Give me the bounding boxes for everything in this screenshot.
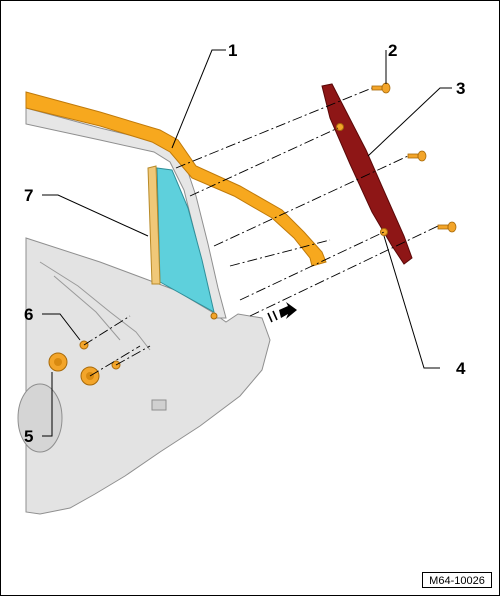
screw-middle bbox=[407, 150, 427, 162]
door-inner-panel bbox=[25, 237, 271, 515]
callout-7: 7 bbox=[24, 186, 33, 205]
callout-6: 6 bbox=[24, 305, 33, 324]
callout-5: 5 bbox=[24, 427, 33, 446]
panel-clip bbox=[210, 312, 218, 320]
callout-3: 3 bbox=[456, 79, 465, 98]
window-channel-seal bbox=[147, 165, 161, 285]
door-handle-recess bbox=[151, 399, 167, 411]
reference-code: M64-10026 bbox=[422, 572, 492, 588]
trim-panel bbox=[321, 83, 413, 265]
screw-top bbox=[371, 82, 391, 94]
callout-2: 2 bbox=[388, 41, 397, 60]
trim-clip-lower bbox=[380, 228, 388, 236]
leader-lines bbox=[42, 49, 452, 437]
callout-1: 1 bbox=[228, 41, 237, 60]
screw-bottom bbox=[437, 221, 457, 233]
assembly-lines bbox=[83, 87, 439, 377]
speaker-opening bbox=[17, 383, 63, 453]
window-regulator bbox=[39, 261, 151, 351]
trim-clip-upper bbox=[336, 123, 344, 131]
callout-4: 4 bbox=[456, 359, 466, 378]
direction-arrow bbox=[267, 302, 297, 323]
expanding-rivet-upper bbox=[48, 352, 68, 372]
